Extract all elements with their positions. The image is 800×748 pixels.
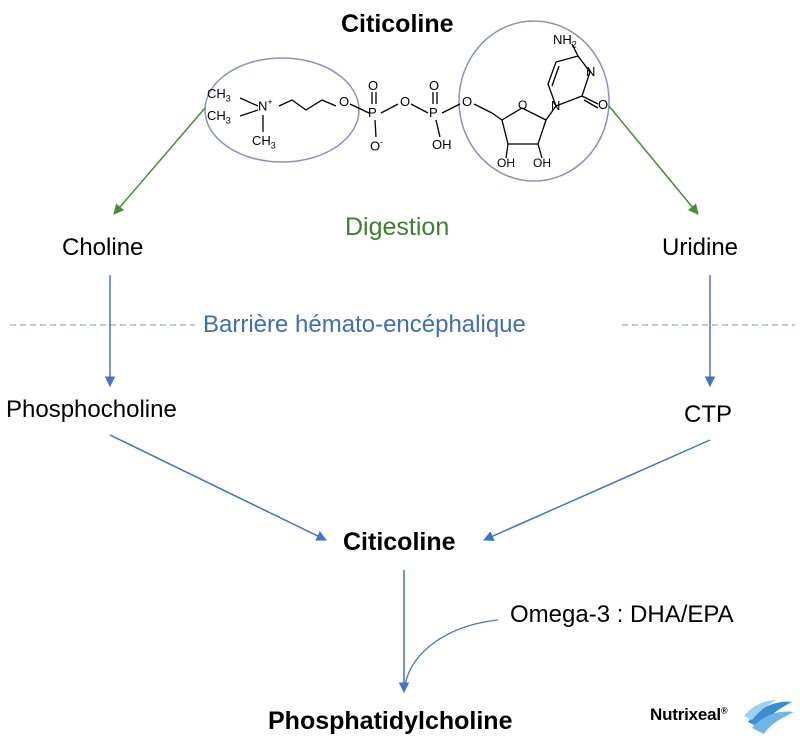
cytidine-group-ellipse	[458, 20, 610, 182]
molecule-o1: O	[339, 94, 350, 109]
molecule-o-minus: O-	[370, 137, 384, 154]
node-ctp: CTP	[684, 401, 732, 428]
nutrixeal-logo-mark	[744, 700, 794, 734]
logo-text: Nutrixeal®	[650, 705, 728, 724]
molecule-ch3-mid: CH3	[207, 108, 231, 126]
omega-curve	[404, 619, 499, 686]
node-phosphatidylcholine: Phosphatidylcholine	[268, 707, 513, 735]
molecule-ch3-bottom: CH3	[252, 133, 276, 151]
label-barrier: Barrière hémato-encéphalique	[203, 311, 526, 338]
molecule-oh2: OH	[533, 156, 551, 170]
molecule-p1: P	[368, 105, 377, 120]
molecule-o2: O	[400, 94, 411, 109]
molecule-oh1: OH	[497, 156, 515, 170]
molecule-p2: P	[429, 105, 438, 120]
choline-group-ellipse	[204, 57, 360, 163]
molecule-n-ring1: N	[586, 64, 596, 79]
molecule-nh2: NH2	[553, 32, 577, 50]
node-choline: Choline	[62, 234, 144, 261]
node-citicoline: Citicoline	[343, 528, 456, 556]
molecule-ch3-top: CH3	[207, 86, 231, 104]
label-digestion: Digestion	[345, 213, 450, 241]
molecule-o-eq1: O	[368, 78, 379, 93]
molecule-o-eq2: O	[429, 78, 440, 93]
node-phosphocholine: Phosphocholine	[6, 396, 177, 423]
node-uridine: Uridine	[662, 234, 739, 261]
label-omega-3: Omega-3 : DHA/EPA	[510, 601, 734, 628]
molecule-oh-p: OH	[432, 137, 452, 152]
molecule-o3: O	[462, 94, 473, 109]
digestion-arrow-uridine	[608, 105, 699, 215]
digestion-arrow-choline	[113, 107, 206, 215]
molecule-bonds	[239, 43, 599, 159]
molecule-n-plus: N+	[258, 97, 273, 114]
molecule-o-keto: O	[598, 97, 609, 112]
nutrixeal-logo: Nutrixeal®	[650, 700, 728, 730]
title-citicoline: Citicoline	[341, 10, 454, 38]
arrow-phosphocholine-to-citicoline	[109, 434, 327, 541]
molecule-o-ring: O	[518, 98, 528, 112]
molecule-n-ring2: N	[551, 98, 561, 113]
arrow-ctp-to-citicoline	[483, 439, 711, 541]
